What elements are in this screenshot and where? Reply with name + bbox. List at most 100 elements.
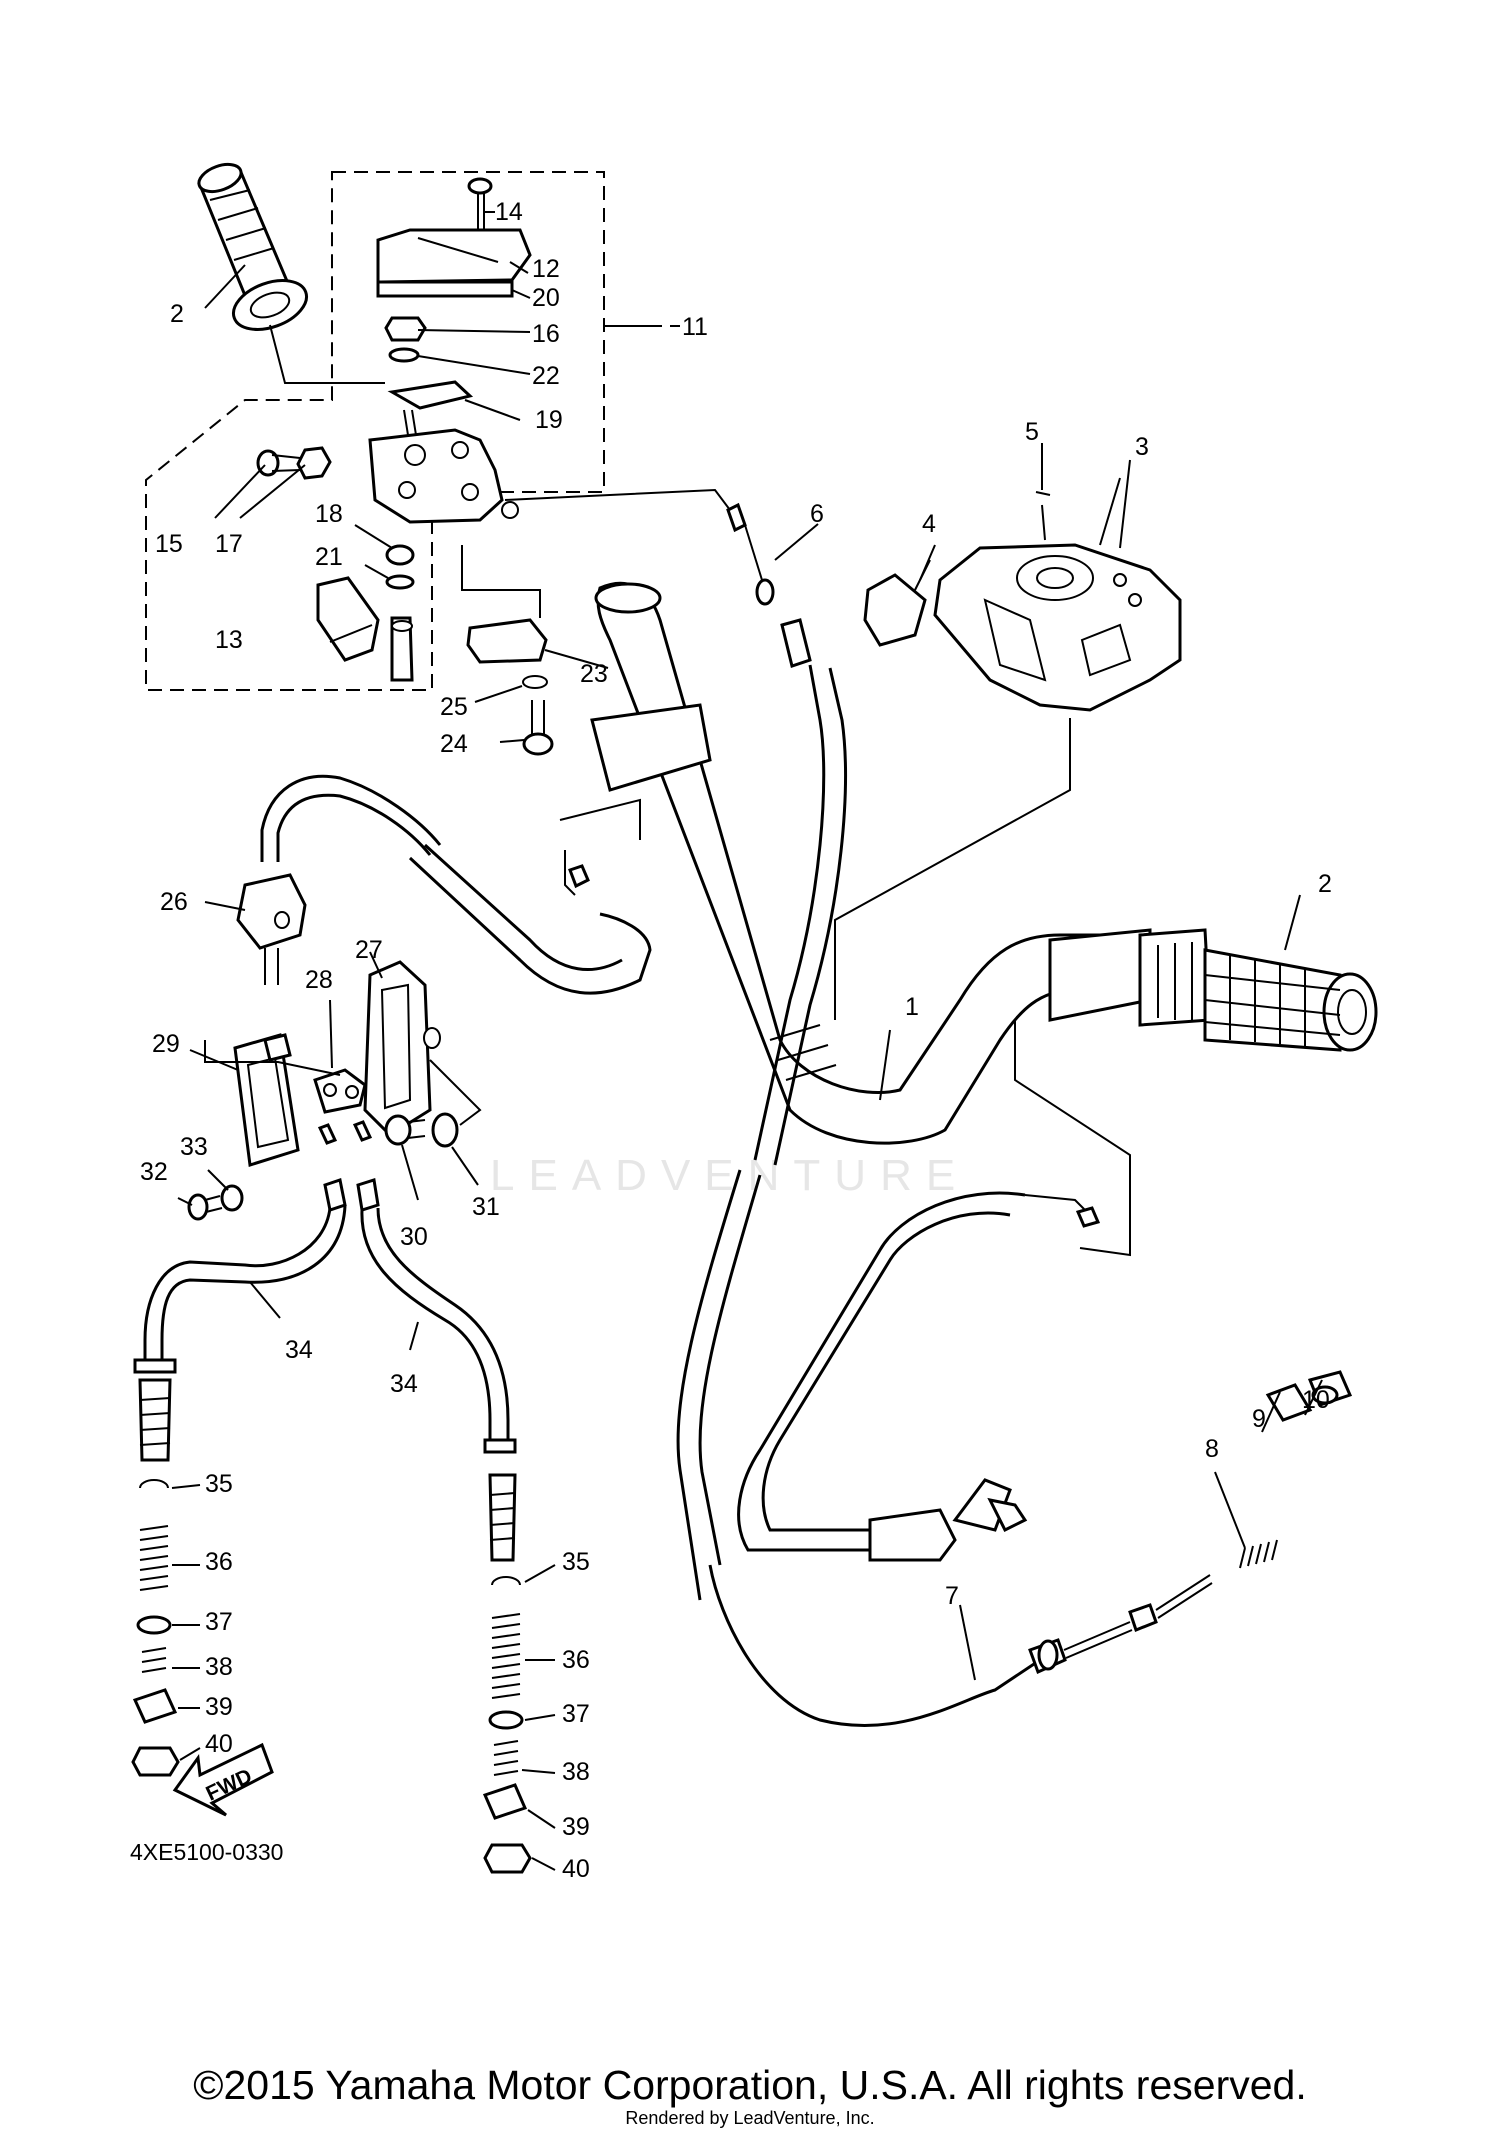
part-code: 4XE5100-0330 — [130, 1839, 283, 1865]
throttle-housing — [368, 428, 519, 524]
fwd-arrow-icon: FWD — [172, 1742, 274, 1817]
washer-25 — [522, 675, 548, 689]
washer-37-left — [136, 1615, 172, 1635]
callout-33: 33 — [180, 1133, 208, 1161]
callout-29: 29 — [152, 1030, 180, 1058]
callout-34-left: 34 — [285, 1336, 313, 1364]
callout-28: 28 — [305, 966, 333, 994]
spring-38-right — [493, 1740, 519, 1776]
washer-37-right — [488, 1710, 524, 1730]
hose-34-left — [133, 1123, 347, 1462]
sleeve-39-left — [132, 1688, 178, 1724]
callout-37-left: 37 — [205, 1608, 233, 1636]
screw-32 — [187, 1193, 223, 1221]
callout-38-left: 38 — [205, 1653, 233, 1681]
callout-24: 24 — [440, 730, 468, 758]
callout-2-right: 2 — [1318, 870, 1332, 898]
cap-40-left — [131, 1746, 180, 1777]
callout-2-left: 2 — [170, 300, 184, 328]
callout-1: 1 — [905, 993, 919, 1021]
wing-nut-10 — [1307, 1370, 1353, 1407]
bolt-24 — [522, 700, 554, 756]
fitting-left — [263, 1033, 292, 1062]
spring-36-right — [491, 1613, 521, 1699]
callout-15: 15 — [155, 530, 183, 558]
washer-31 — [431, 1112, 459, 1148]
callout-38-right: 38 — [562, 1758, 590, 1786]
callout-3: 3 — [1135, 433, 1149, 461]
callout-40-left: 40 — [205, 1730, 233, 1758]
clip-5 — [1035, 491, 1051, 496]
callout-13: 13 — [215, 626, 243, 654]
handlebar-cover-3 — [933, 543, 1182, 712]
callout-8: 8 — [1205, 1435, 1219, 1463]
rendered-by-text: Rendered by LeadVenture, Inc. — [625, 2108, 875, 2128]
callout-10: 10 — [1302, 1386, 1330, 1414]
spring-38-left — [141, 1647, 167, 1673]
callout-16: 16 — [532, 320, 560, 348]
left-grip — [197, 162, 308, 331]
cable-end-1 — [1075, 1206, 1101, 1228]
callout-39-right: 39 — [562, 1813, 590, 1841]
callout-27: 27 — [355, 936, 383, 964]
throttle-cable-6 — [504, 488, 847, 1601]
callouts: 1 2 2 3 4 5 6 7 8 9 10 11 12 13 14 15 16… — [140, 198, 1332, 1883]
callout-34-right: 34 — [390, 1370, 418, 1398]
callout-39-left: 39 — [205, 1693, 233, 1721]
callout-17: 17 — [215, 530, 243, 558]
screw-30 — [384, 1114, 426, 1146]
nut-17 — [296, 446, 332, 480]
parts-stack-right — [482, 1576, 532, 1874]
right-grip — [1048, 928, 1378, 1052]
callout-18: 18 — [315, 500, 343, 528]
washer-22 — [388, 347, 420, 363]
hose-34-right — [352, 1120, 517, 1562]
spring-36-left — [139, 1525, 169, 1591]
callout-25: 25 — [440, 693, 468, 721]
callout-stubs — [171, 1484, 556, 1871]
sleeve-39-right — [482, 1783, 528, 1820]
callout-35-left: 35 — [205, 1470, 233, 1498]
cable-26 — [236, 774, 652, 995]
screw-15 — [256, 449, 301, 477]
master-cylinder-27 — [363, 960, 482, 1137]
cable-link-26 — [559, 798, 641, 840]
throttle-lever-13 — [316, 576, 414, 682]
nut-16 — [384, 316, 427, 342]
cap-4 — [863, 573, 927, 647]
callout-30: 30 — [400, 1223, 428, 1251]
callout-22: 22 — [532, 362, 560, 390]
callout-12: 12 — [532, 255, 560, 283]
callout-37-right: 37 — [562, 1700, 590, 1728]
callout-26: 26 — [160, 888, 188, 916]
gasket-20 — [376, 280, 514, 298]
lever-19 — [387, 380, 474, 410]
callout-36-right: 36 — [562, 1646, 590, 1674]
washer-21 — [385, 574, 415, 590]
callout-4: 4 — [922, 510, 936, 538]
spring-8 — [1239, 1539, 1278, 1569]
callout-20: 20 — [532, 284, 560, 312]
leader-lines — [177, 211, 1323, 1681]
callout-19: 19 — [535, 406, 563, 434]
callout-11: 11 — [682, 313, 708, 341]
callout-7: 7 — [945, 1582, 959, 1610]
screw-14 — [467, 177, 493, 255]
watermark-text: LEADVENTURE — [490, 1151, 969, 1200]
callout-32: 32 — [140, 1158, 168, 1186]
washer-18 — [385, 544, 415, 566]
washer-33 — [220, 1184, 244, 1212]
callout-14: 14 — [495, 198, 523, 226]
callout-6: 6 — [810, 500, 824, 528]
callout-36-left: 36 — [205, 1548, 233, 1576]
parts-stack-left — [131, 1479, 180, 1777]
cap-40-right — [483, 1843, 532, 1874]
housing-cover-12 — [376, 228, 532, 284]
callout-23: 23 — [580, 660, 608, 688]
callout-9: 9 — [1252, 1405, 1266, 1433]
clamp-23 — [466, 618, 548, 664]
copyright-text: ©2015 Yamaha Motor Corporation, U.S.A. A… — [193, 2062, 1307, 2108]
callout-5: 5 — [1025, 418, 1039, 446]
callout-40-right: 40 — [562, 1855, 590, 1883]
